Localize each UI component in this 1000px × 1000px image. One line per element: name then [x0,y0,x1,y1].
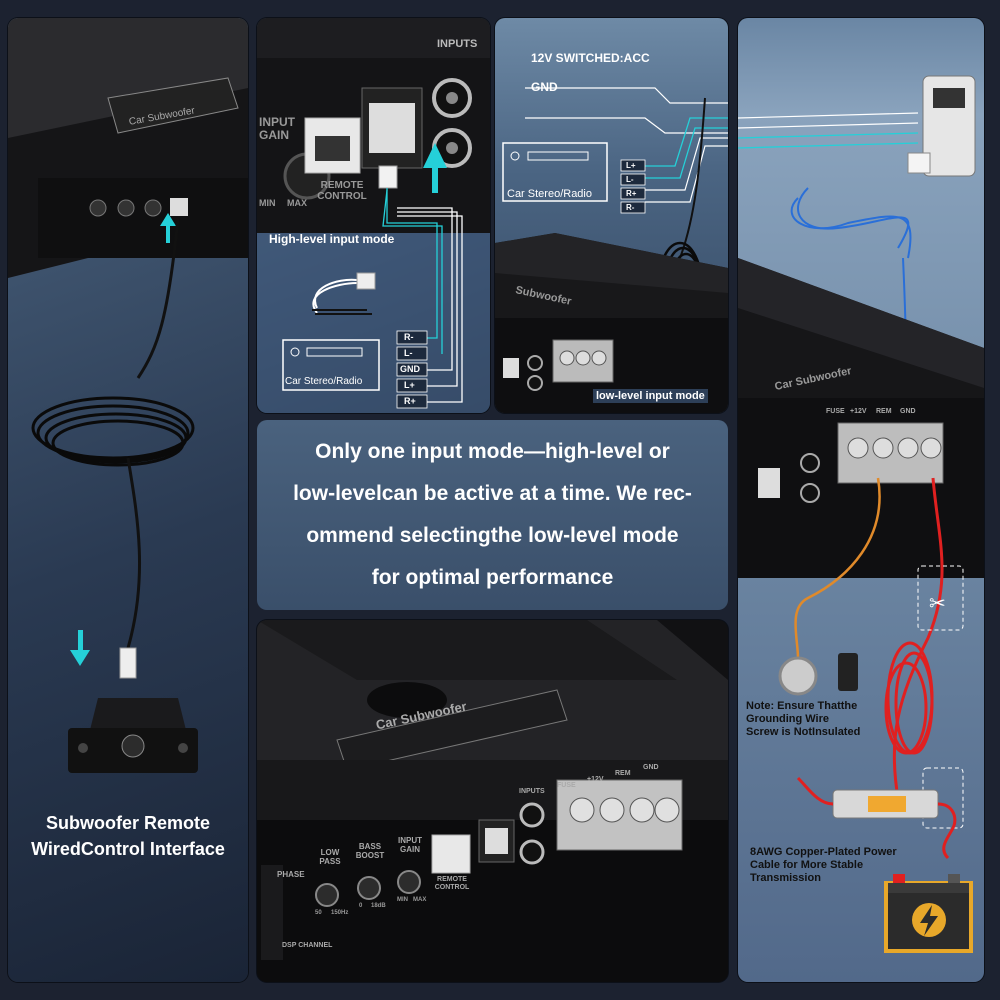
power-terminals [556,779,683,851]
control-knobs [315,870,421,907]
wire-tag-r-plus: R+ [626,189,637,198]
high-level-illustration [257,18,490,413]
notice-line1: Only one input mode—high-level or [315,440,670,463]
ground-note-line2: Grounding Wire [746,713,830,725]
cable-note-line2: Cable for More Stable [750,859,864,871]
remote-knob-box [68,698,198,773]
rj45-port [431,834,471,874]
input-gain-label: INPUT GAIN [259,115,295,142]
cut-marker [917,565,964,631]
remote-caption-line2: WiredControl Interface [31,839,225,859]
harness-plug [378,165,398,189]
stereo-label: Car Stereo/Radio [285,376,363,387]
max-label: MAX [287,198,307,208]
terminal-label-fuse: FUSE [826,408,845,415]
amp-illustration [257,620,728,982]
gnd-label: GND [531,80,558,94]
power-wire [892,477,944,799]
wire-tag-l-minus: L- [404,348,413,358]
wire-tag-l-minus: L- [626,175,634,184]
stereo-label: Car Stereo/Radio [507,188,592,200]
terminal-label-gnd: GND [643,764,659,771]
rca-jacks [432,78,472,168]
cyan-arrow-up-icon [160,213,176,243]
coiled-cable [31,396,195,467]
wire-tag-r-minus: R- [404,332,414,342]
scissors-icon: ✂ [929,591,946,615]
car-stereo-icon [502,142,608,202]
panel-amplifier-closeup: Car Subwoofer PHASE LOW PASS BASS BOOST … [257,620,728,982]
wire-tag-l-plus: L+ [626,161,636,170]
phase-label: PHASE [277,870,305,879]
rj-connector [119,647,137,679]
remote-illustration: Car Subwoofer [8,18,248,773]
power-illustration: ✂ [738,75,984,953]
cyan-arrow-up-icon [423,143,447,193]
cable-note-line1: 8AWG Copper-Plated Power [750,846,897,858]
acc-label: 12V SWITCHED:ACC [531,51,650,65]
high-level-mode-title: High-level input mode [269,232,395,246]
bass-boost-label: BASS BOOST [355,842,385,860]
terminal-label-gnd: GND [900,408,916,415]
car-stereo-icon [282,339,380,391]
power-terminals [552,339,614,383]
notice-line4: for optimal performance [371,566,614,589]
remote-caption-line1: Subwoofer Remote [45,813,210,833]
input-gain-label: INPUT GAIN [398,836,422,854]
wire-tag-r-minus: R- [626,203,635,212]
inputs-label: INPUTS [519,788,545,795]
wire-tag-r-plus: R+ [404,396,416,406]
notice-line3: ommend selectingthe low-level mode [306,524,679,547]
bass-boost-max: 18dB [371,903,386,909]
terminal-label-12v: +12V [587,776,604,783]
panel-low-level-mode: 12V SWITCHED:ACC GND Car Stereo/Radio L+… [495,18,728,413]
gain-min: MIN [397,897,408,903]
coiled-power-wire [884,641,934,755]
bass-boost-min: 0 [359,903,363,909]
wire-tags [396,330,428,409]
low-level-illustration [495,87,728,413]
low-pass-min: 50 [315,910,322,916]
cyan-arrow-down-icon [70,630,90,666]
wire-tag-gnd: GND [400,364,420,374]
wire-tag-l-plus: L+ [404,380,415,390]
ground-screw-icon [778,656,818,696]
terminal-label-rem: REM [876,408,892,415]
rca-jacks [519,802,545,865]
low-pass-max: 150Hz [331,910,349,916]
remote-control-label: REMOTE CONTROL [434,876,470,891]
gain-max: MAX [413,897,427,903]
speaker-grille [367,682,447,718]
notice-box: Only one input mode—high-level or low-le… [257,420,728,610]
panel-high-level-mode: INPUTS INPUT GAIN MIN MAX REMOTE CONTROL… [257,18,490,413]
terminal-label-12v: +12V [850,408,867,415]
low-pass-label: LOW PASS [319,848,341,866]
remote-cable [136,217,180,379]
ground-spacer [838,653,858,691]
inputs-label: INPUTS [437,38,478,50]
panel-remote-control: Car Subwoofer Subwoofer Remot [8,18,248,982]
amp-knobs [89,198,188,217]
dsp-channel-label: DSP CHANNEL [282,942,333,949]
terminal-label-fuse: FUSE [557,782,576,789]
panel-power-wiring: ✂ Note: Ensure Thatthe Grounding Wire Sc… [738,18,984,982]
terminal-label-rem: REM [615,770,631,777]
low-level-mode-title: low-level input mode [593,389,708,403]
ground-note-line1: Note: Ensure Thatthe [746,700,858,712]
fuse-holder [832,789,939,819]
ground-wire [794,477,881,659]
wire-tags [620,159,646,214]
fuse-marker [922,767,964,829]
remote-control-label: REMOTE CONTROL [317,180,367,202]
power-terminals [837,422,944,484]
battery-icon [884,874,973,953]
notice-line2: low-levelcan be active at a time. We rec… [293,482,692,505]
cable-note-line3: Transmission [750,872,821,884]
ground-note-line3: Screw is NotInsulated [746,726,861,738]
min-label: MIN [259,198,276,208]
